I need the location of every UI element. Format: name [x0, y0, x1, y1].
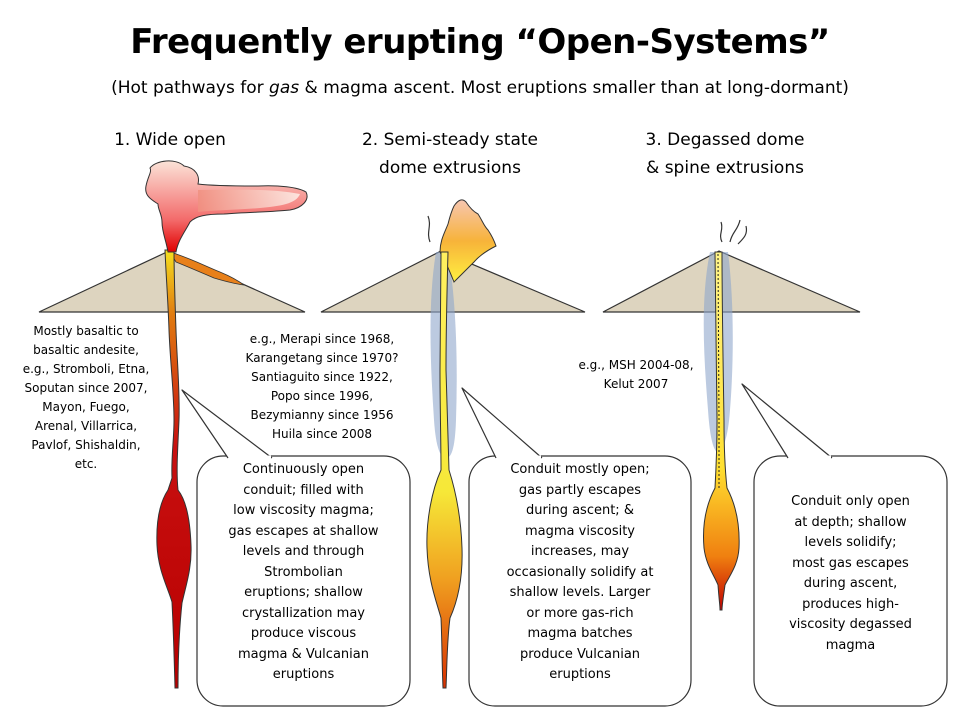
callout-bubble-2 [461, 387, 692, 707]
description-1: Continuously open conduit; filled with l… [228, 462, 379, 682]
volcano-3 [602, 219, 861, 611]
column-heading-1: 1. Wide open [114, 130, 226, 150]
volcano-1 [38, 160, 308, 689]
conduit-3 [703, 251, 740, 611]
conduit-1 [156, 249, 192, 689]
conduit-2 [426, 251, 463, 689]
page-subtitle: (Hot pathways for gas & magma ascent. Mo… [111, 78, 849, 98]
column-heading-2: 2. Semi-steady state dome extrusions [361, 130, 538, 178]
callout-bubble-1 [181, 389, 411, 707]
subtitle-italic-word: gas [269, 78, 300, 98]
volcano-2 [320, 199, 586, 689]
description-3: Conduit only open at depth; shallow leve… [789, 494, 912, 653]
description-2: Conduit mostly open; gas partly escapes … [506, 462, 654, 682]
column-heading-3: 3. Degassed dome & spine extrusions [645, 130, 805, 178]
lava-flow-1 [169, 251, 246, 286]
callout-bubble-3 [741, 383, 948, 707]
lava-dome-2 [439, 199, 497, 283]
examples-note-2: e.g., Merapi since 1968, Karangetang sin… [245, 332, 399, 441]
examples-note-1: Mostly basaltic to basaltic andesite, e.… [22, 324, 150, 471]
page-title: Frequently erupting “Open-Systems” [130, 22, 830, 62]
gas-wisp-2 [427, 215, 431, 243]
gas-wisp-3 [719, 219, 748, 245]
examples-note-3: e.g., MSH 2004-08, Kelut 2007 [578, 358, 694, 391]
